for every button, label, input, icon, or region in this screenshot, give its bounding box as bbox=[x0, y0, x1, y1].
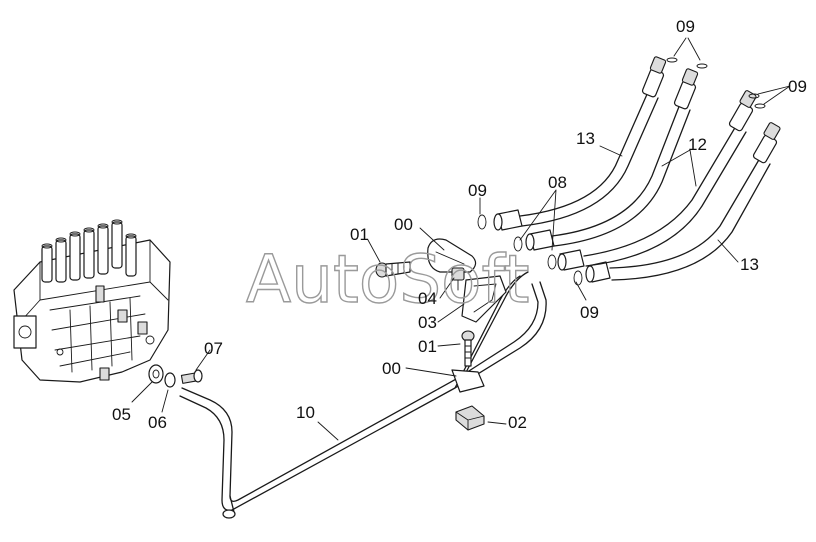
callout-labels: 09 09 13 12 13 08 09 09 00 01 04 03 01 0… bbox=[112, 17, 807, 432]
callout-09-top: 09 bbox=[676, 17, 695, 36]
callout-01-upper: 01 bbox=[350, 225, 369, 244]
callout-09-mid-right: 09 bbox=[580, 303, 599, 322]
callout-01-lower: 01 bbox=[418, 337, 437, 356]
control-valve-block bbox=[13, 219, 171, 383]
hose-12-b bbox=[583, 90, 757, 267]
bolt-01-upper bbox=[375, 261, 411, 278]
leader-lines bbox=[131, 37, 791, 441]
callout-09-mid-left: 09 bbox=[468, 181, 487, 200]
callout-08: 08 bbox=[548, 173, 567, 192]
callout-13-lower: 13 bbox=[740, 255, 759, 274]
callout-02: 02 bbox=[508, 413, 527, 432]
bracket-03 bbox=[461, 275, 507, 323]
tube-10 bbox=[179, 271, 547, 519]
callout-00-upper: 00 bbox=[394, 215, 413, 234]
elbow-fitting-08-c bbox=[557, 249, 585, 271]
oring-09-top bbox=[666, 57, 766, 109]
elbow-fitting-08-d bbox=[585, 261, 611, 283]
callout-00-lower: 00 bbox=[382, 359, 401, 378]
callout-04: 04 bbox=[418, 289, 437, 308]
elbow-fitting-08-b bbox=[525, 229, 555, 251]
hose-13-lower bbox=[609, 122, 781, 281]
callout-07: 07 bbox=[204, 339, 223, 358]
valve-fittings bbox=[56, 285, 155, 381]
oring-06 bbox=[164, 372, 176, 388]
callout-03: 03 bbox=[418, 313, 437, 332]
callout-09-right: 09 bbox=[788, 77, 807, 96]
clamp-00-lower bbox=[451, 369, 485, 393]
spacer-02 bbox=[455, 405, 485, 431]
callout-12: 12 bbox=[688, 135, 707, 154]
hose-13-upper bbox=[519, 56, 667, 227]
bolt-07 bbox=[180, 369, 203, 384]
callout-13-upper: 13 bbox=[576, 129, 595, 148]
nut-04 bbox=[451, 267, 465, 291]
flange-05 bbox=[148, 364, 164, 384]
callout-05: 05 bbox=[112, 405, 131, 424]
hose-12-a bbox=[551, 68, 699, 247]
clamp-00-upper bbox=[427, 238, 477, 273]
watermark-text: AutoSoft bbox=[246, 241, 529, 318]
elbow-fitting-08-a bbox=[493, 209, 523, 231]
callout-10: 10 bbox=[296, 403, 315, 422]
bolt-01-lower bbox=[461, 330, 475, 367]
valve-spools bbox=[41, 219, 137, 283]
callout-06: 06 bbox=[148, 413, 167, 432]
